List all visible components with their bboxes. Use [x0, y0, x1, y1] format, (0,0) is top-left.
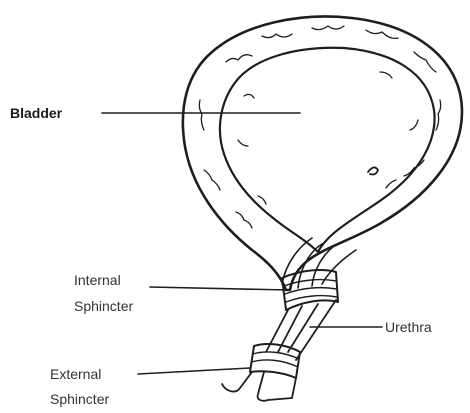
external-sphincter	[250, 344, 300, 378]
urethra-exit	[222, 372, 296, 401]
bladder-wall-texture	[199, 26, 440, 228]
bladder-cavity	[220, 48, 435, 252]
bladder-label: Bladder	[10, 103, 62, 123]
internal-sphincter-leader-line	[150, 287, 288, 290]
internal-sphincter-label-line1: Internal	[74, 270, 121, 290]
external-sphincter-leader-line	[138, 368, 250, 374]
external-sphincter-label-line2: Sphincter	[50, 389, 109, 409]
ureter-opening	[368, 167, 378, 174]
urethra-label: Urethra	[385, 317, 432, 337]
external-sphincter-label-line1: External	[50, 364, 101, 384]
urethra-tube	[266, 300, 336, 360]
internal-sphincter-label-line2: Sphincter	[74, 296, 133, 316]
